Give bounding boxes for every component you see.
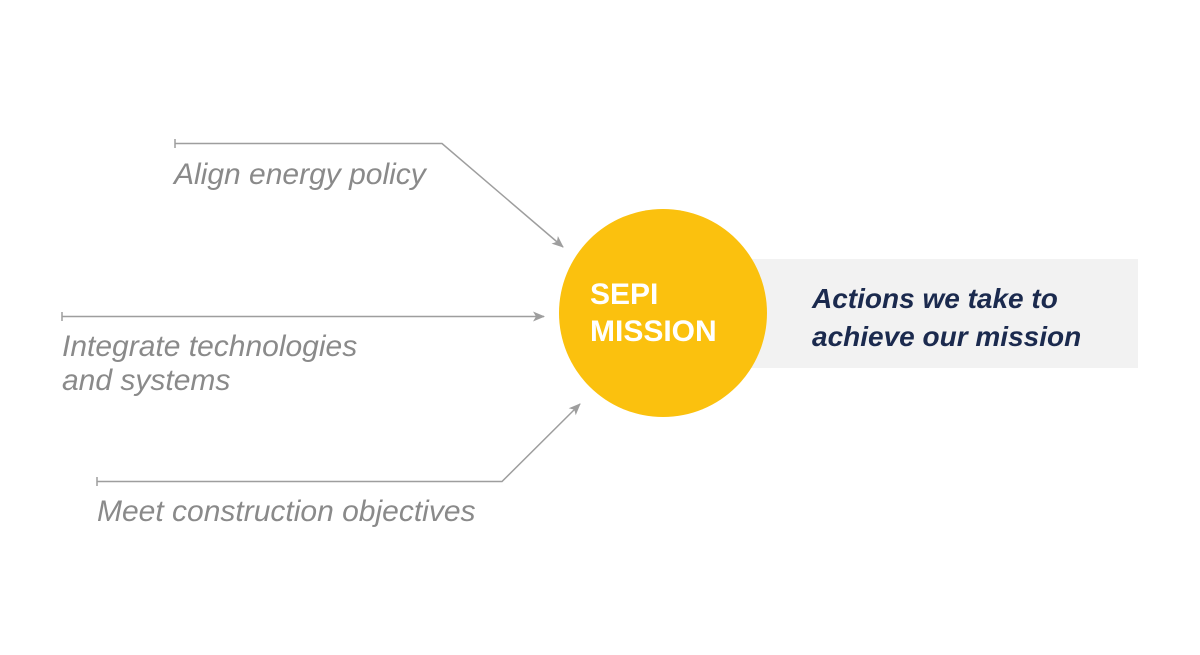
result-box <box>740 259 1138 368</box>
mission-circle <box>559 209 767 417</box>
mission-text-line-2: MISSION <box>590 315 717 348</box>
connector-meet <box>96 403 581 486</box>
mission-text: SEPI MISSION <box>590 276 717 350</box>
result-text: Actions we take to achieve our mission <box>812 280 1081 356</box>
input-label-integrate: Integrate technologies and systems <box>62 330 357 398</box>
connector-align <box>174 139 564 248</box>
input-label-align: Align energy policy <box>174 158 426 192</box>
input-label-integrate-line-2: and systems <box>62 364 231 397</box>
input-label-align-line-1: Align energy policy <box>174 158 426 191</box>
input-label-meet: Meet construction objectives <box>97 495 476 529</box>
mission-text-line-1: SEPI <box>590 278 659 311</box>
connector-integrate <box>61 311 545 322</box>
input-label-integrate-line-1: Integrate technologies <box>62 330 358 363</box>
input-label-meet-line-1: Meet construction objectives <box>97 495 476 528</box>
result-text-line-2: achieve our mission <box>812 321 1082 352</box>
result-text-line-1: Actions we take to <box>812 283 1058 314</box>
